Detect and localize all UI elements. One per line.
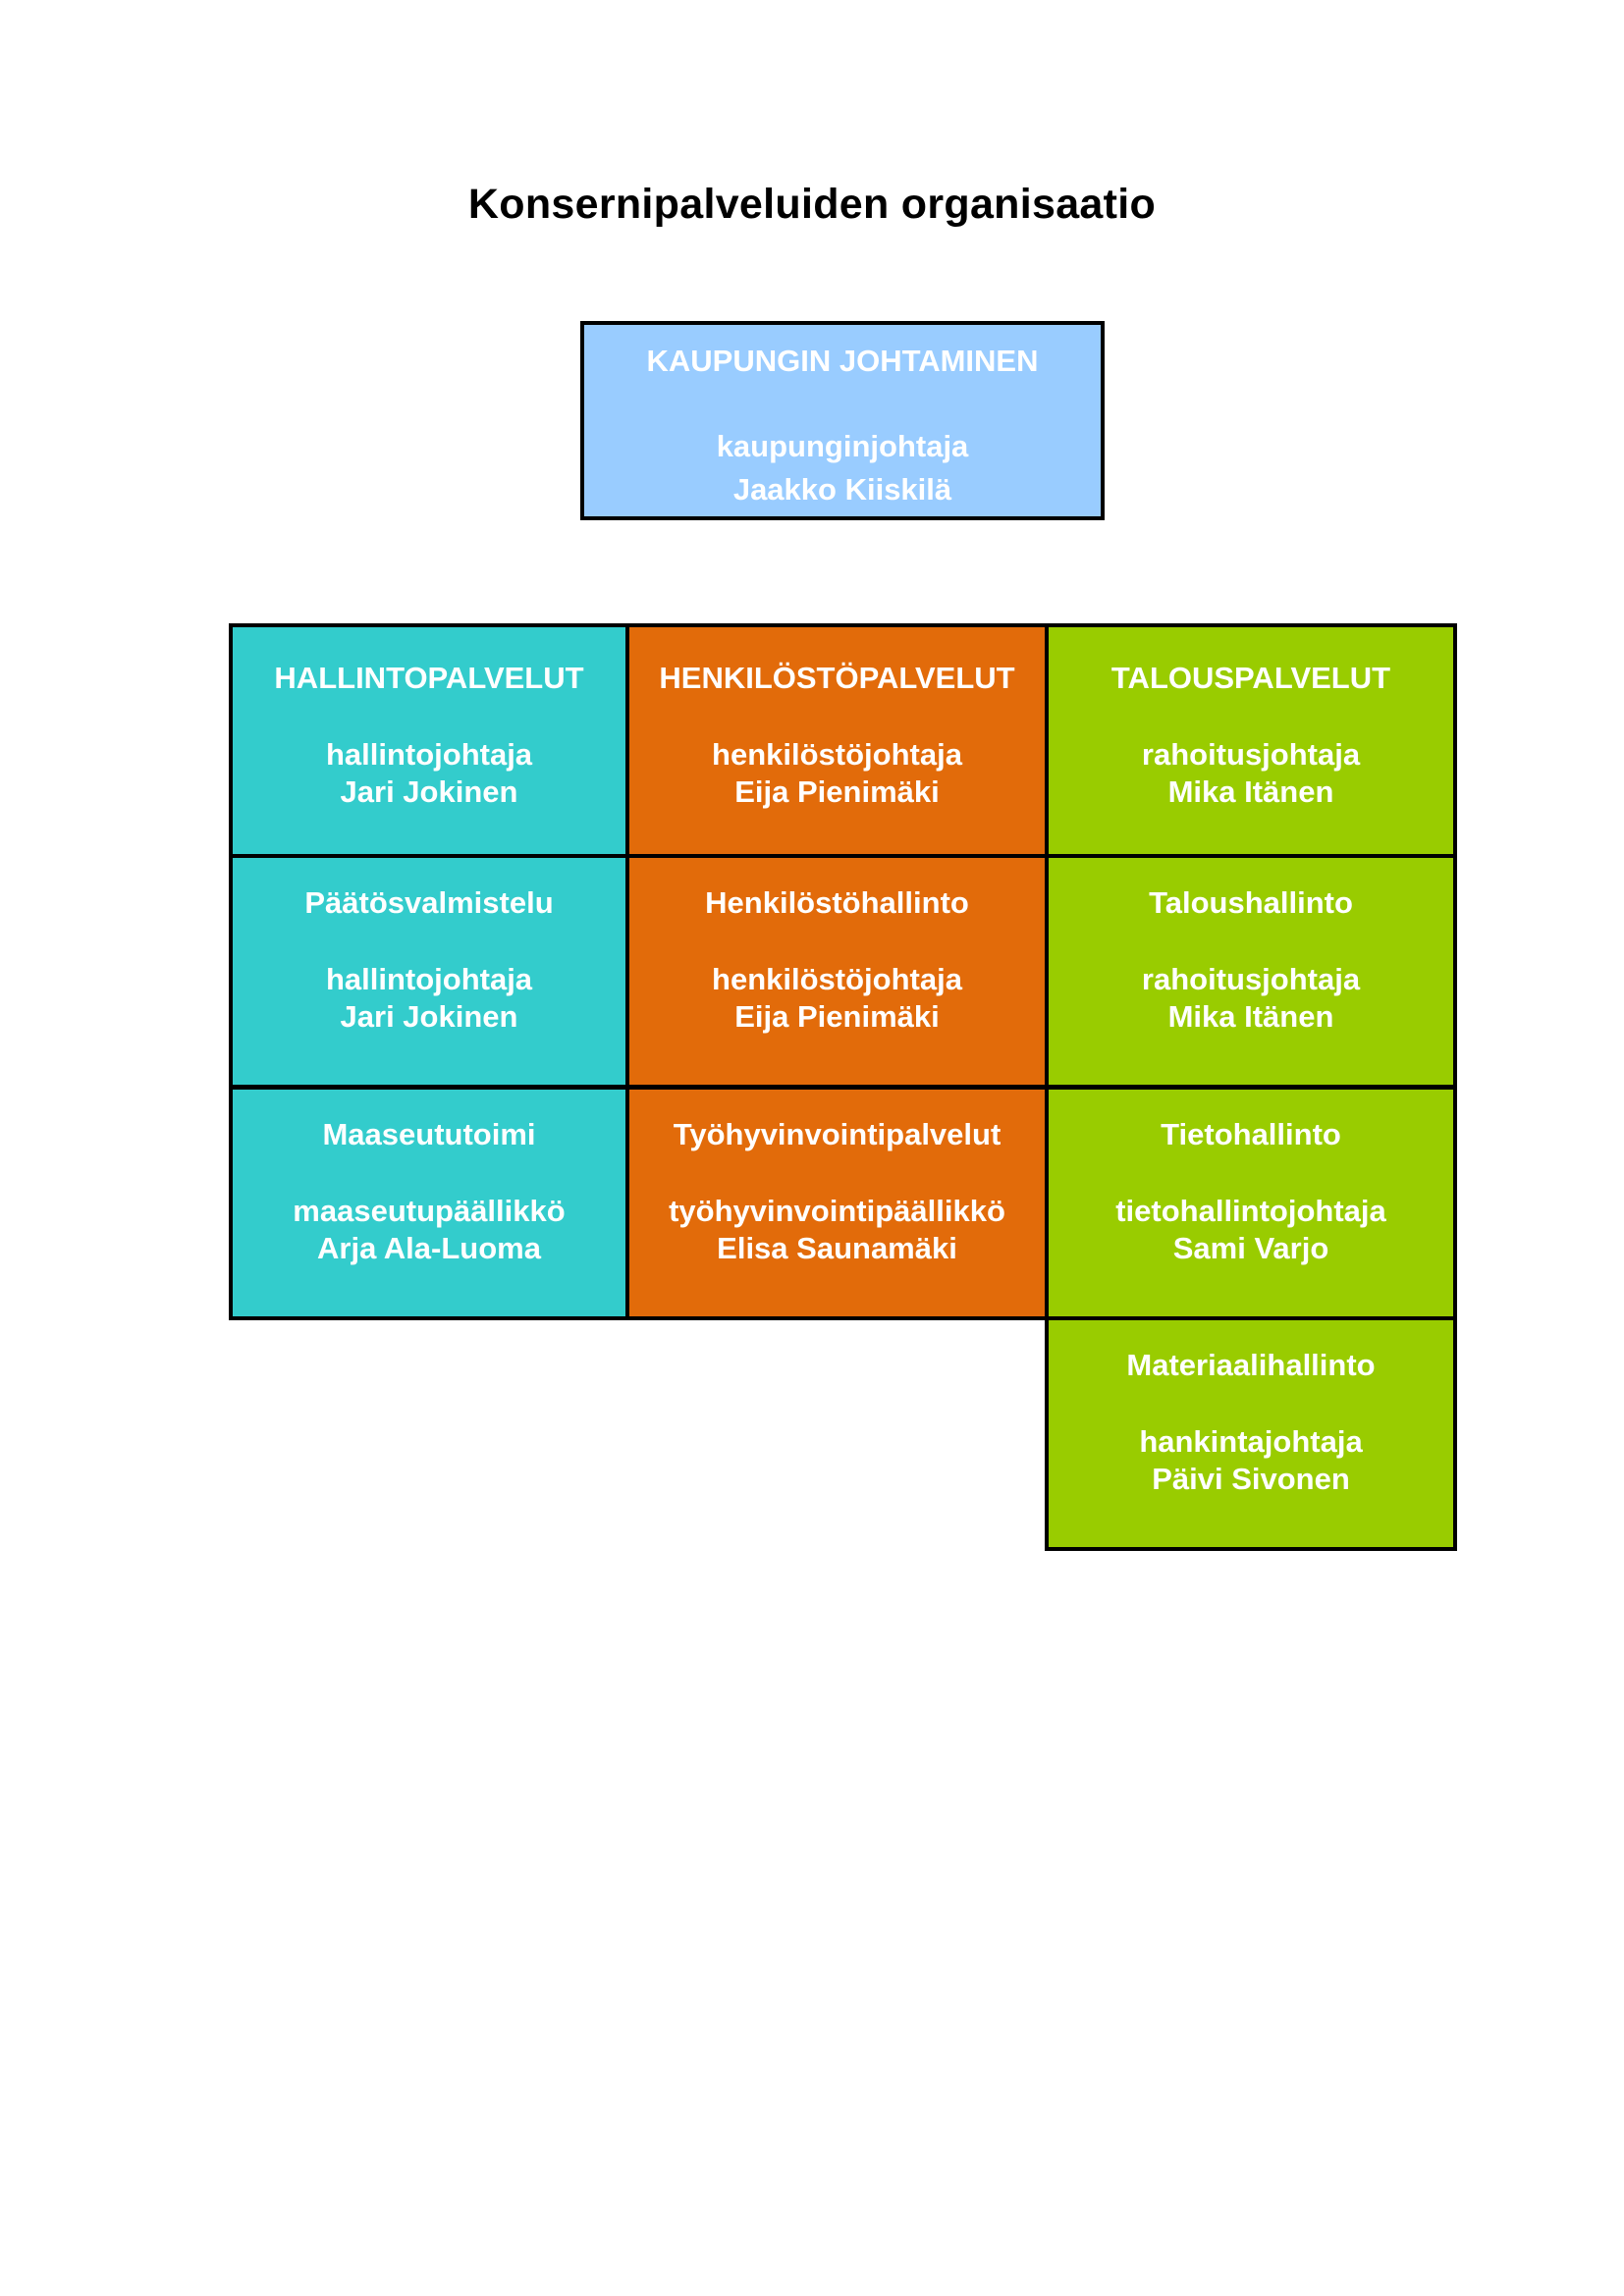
org-box-talouspalvelut: TALOUSPALVELUT rahoitusjohtaja Mika Itän…	[1045, 623, 1457, 858]
org-unit-person: Elisa Saunamäki	[717, 1231, 957, 1265]
org-unit-person: Sami Varjo	[1172, 1231, 1329, 1265]
org-unit-name: TALOUSPALVELUT	[1110, 661, 1391, 695]
org-unit-name: Taloushallinto	[1149, 885, 1353, 920]
org-unit-role: kaupunginjohtaja	[716, 429, 969, 463]
org-unit-name: HENKILÖSTÖPALVELUT	[659, 661, 1015, 695]
org-box-maaseututoimi: Maaseututoimi maaseutupäällikkö Arja Ala…	[229, 1086, 629, 1320]
org-unit-name: Materiaalihallinto	[1126, 1348, 1376, 1382]
org-unit-person: Arja Ala-Luoma	[317, 1231, 541, 1265]
org-unit-person: Päivi Sivonen	[1152, 1462, 1350, 1496]
org-unit-name: KAUPUNGIN JOHTAMINEN	[646, 344, 1039, 378]
org-unit-role: henkilöstöjohtaja	[712, 962, 962, 996]
org-box-kaupungin-johtaminen: KAUPUNGIN JOHTAMINEN kaupunginjohtaja Ja…	[580, 321, 1105, 520]
org-unit-person: Eija Pienimäki	[734, 774, 940, 809]
org-unit-role: rahoitusjohtaja	[1141, 962, 1361, 996]
org-unit-person: Mika Itänen	[1167, 999, 1334, 1034]
org-unit-person: Jari Jokinen	[340, 774, 518, 809]
org-unit-role: henkilöstöjohtaja	[712, 737, 962, 772]
org-unit-name: Päätösvalmistelu	[304, 885, 554, 920]
org-unit-name: Maaseututoimi	[322, 1117, 536, 1151]
org-unit-person: Mika Itänen	[1167, 774, 1334, 809]
org-unit-role: hallintojohtaja	[325, 962, 533, 996]
org-unit-role: työhyvinvointipäällikkö	[669, 1194, 1005, 1228]
org-unit-role: hallintojohtaja	[325, 737, 533, 772]
org-box-taloushallinto: Taloushallinto rahoitusjohtaja Mika Itän…	[1045, 854, 1457, 1089]
org-box-hallintopalvelut: HALLINTOPALVELUT hallintojohtaja Jari Jo…	[229, 623, 629, 858]
org-unit-role: rahoitusjohtaja	[1141, 737, 1361, 772]
org-unit-name: Tietohallinto	[1161, 1117, 1341, 1151]
org-unit-person: Jari Jokinen	[340, 999, 518, 1034]
org-box-henkilostohallinto: Henkilöstöhallinto henkilöstöjohtaja Eij…	[625, 854, 1049, 1089]
org-box-materiaalihallinto: Materiaalihallinto hankintajohtaja Päivi…	[1045, 1316, 1457, 1551]
org-unit-person: Eija Pienimäki	[734, 999, 940, 1034]
org-box-henkilostopalvelut: HENKILÖSTÖPALVELUT henkilöstöjohtaja Eij…	[625, 623, 1049, 858]
org-unit-role: hankintajohtaja	[1139, 1424, 1363, 1459]
org-unit-name: Työhyvinvointipalvelut	[673, 1117, 1001, 1151]
org-unit-name: HALLINTOPALVELUT	[274, 661, 584, 695]
org-unit-role: tietohallintojohtaja	[1115, 1194, 1386, 1228]
org-box-tyohyvinvointipalvelut: Työhyvinvointipalvelut työhyvinvointipää…	[625, 1086, 1049, 1320]
org-unit-person: Jaakko Kiiskilä	[732, 472, 952, 507]
page-title: Konsernipalveluiden organisaatio	[467, 181, 1157, 228]
org-box-paatosvalmistelu: Päätösvalmistelu hallintojohtaja Jari Jo…	[229, 854, 629, 1089]
org-unit-name: Henkilöstöhallinto	[705, 885, 969, 920]
org-box-tietohallinto: Tietohallinto tietohallintojohtaja Sami …	[1045, 1086, 1457, 1320]
org-unit-role: maaseutupäällikkö	[293, 1194, 566, 1228]
